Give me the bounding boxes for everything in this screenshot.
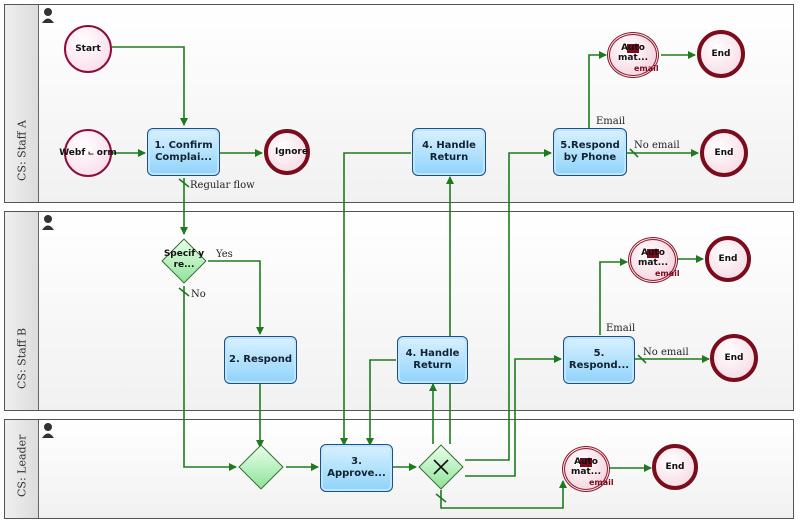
default-flow-mark (178, 178, 190, 188)
default-flow-mark (637, 354, 647, 364)
end-event-label: End (724, 352, 744, 363)
default-flow-mark (629, 148, 639, 158)
task-label: 2. Respond (229, 354, 292, 365)
start-event-label: Start (75, 43, 101, 54)
envelope-icon (580, 458, 592, 467)
task-confirm-complaint[interactable]: 1. Confirm Complai... (147, 128, 220, 176)
default-flow-mark (178, 287, 190, 297)
edge-label-no-email: No email (634, 140, 680, 151)
edge-label-yes: Yes (216, 249, 233, 260)
email-caption: email (655, 269, 680, 278)
edge-label-no-email: No email (643, 347, 689, 358)
end-event[interactable]: End (652, 444, 698, 490)
lane-staff-a: CS: Staff A (4, 4, 794, 203)
end-event-label: End (665, 461, 685, 472)
lane-header: CS: Staff A (5, 5, 39, 202)
flow (588, 51, 607, 128)
task-respond[interactable]: 2. Respond (224, 336, 297, 384)
flow (440, 480, 567, 509)
message-end-event[interactable]: Auto mat... email (628, 237, 680, 283)
end-event-label: End (718, 253, 738, 264)
webform-start-event[interactable]: Webf ⨽ orm (59, 129, 117, 177)
end-event[interactable]: End (700, 129, 748, 177)
end-event-ignore[interactable]: Ignore (264, 129, 310, 175)
task-label: 5.Respond by Phone (560, 140, 620, 163)
webform-label: Webf ⨽ orm (59, 147, 117, 158)
message-end-label: Auto mat... (637, 248, 668, 268)
task-handle-return-a[interactable]: 4. Handle Return (412, 128, 486, 176)
end-event-label: Ignore (275, 146, 308, 157)
task-label: 4. Handle Return (422, 140, 476, 163)
message-end-event[interactable]: Auto mat... email (607, 32, 659, 78)
lane-header: CS: Leader (5, 420, 39, 518)
task-respond-5[interactable]: 5. Respond... (563, 336, 635, 384)
end-event[interactable]: End (710, 334, 758, 382)
edge-label-email: Email (606, 323, 636, 334)
user-icon (42, 215, 54, 230)
envelope-icon (627, 44, 639, 53)
envelope-icon (647, 249, 659, 258)
gateway-label: Specif y re... (163, 249, 205, 270)
end-event[interactable]: End (697, 30, 745, 78)
edge-label-email: Email (596, 116, 626, 127)
user-icon (42, 8, 54, 23)
end-event-label: End (714, 147, 734, 158)
task-approve[interactable]: 3. Approve... (320, 444, 393, 492)
flow (183, 286, 237, 471)
flow (208, 260, 264, 335)
flow (112, 46, 188, 126)
task-label: 3. Approve... (327, 456, 386, 479)
user-icon (42, 423, 54, 438)
end-event-label: End (711, 48, 731, 59)
task-label: 5. Respond... (568, 348, 630, 371)
flow (366, 359, 396, 446)
edge-label-no: No (191, 289, 206, 300)
flow (465, 355, 562, 477)
flow (465, 149, 552, 461)
end-event[interactable]: End (705, 236, 751, 282)
parallel-gateway-icon (433, 459, 449, 475)
edge-label-regular-flow: Regular flow (190, 180, 255, 191)
email-caption: email (634, 64, 659, 73)
task-label: 1. Confirm Complai... (154, 140, 213, 163)
message-end-label: Auto mat... (570, 457, 601, 477)
start-event[interactable]: Start (64, 25, 112, 73)
flow (599, 258, 628, 335)
email-caption: email (589, 478, 614, 487)
task-handle-return-b[interactable]: 4. Handle Return (397, 336, 468, 384)
message-end-event[interactable]: Auto mat... email (562, 446, 614, 492)
task-label: 4. Handle Return (405, 348, 460, 371)
task-respond-by-phone[interactable]: 5.Respond by Phone (553, 128, 627, 176)
message-end-label: Auto mat... (617, 43, 648, 63)
default-flow-mark (435, 493, 447, 503)
lane-header: CS: Staff B (5, 212, 39, 410)
flow (340, 152, 411, 446)
